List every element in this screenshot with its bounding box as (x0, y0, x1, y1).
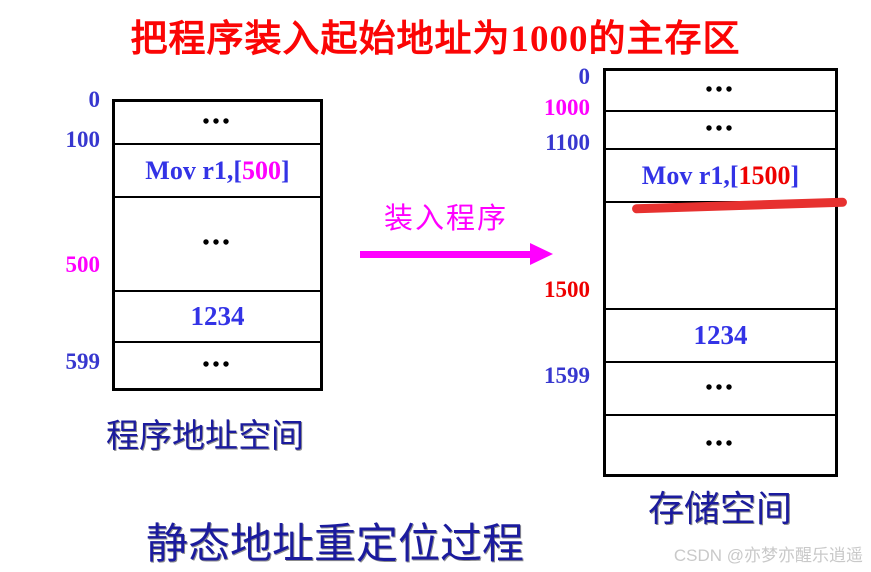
right-cell-ellipsis-1: ••• (606, 71, 835, 112)
right-addr-1599: 1599 (544, 363, 590, 388)
storage-space-caption: 存储空间 (648, 489, 793, 529)
instruction-prefix: Mov r1,[ (641, 160, 739, 190)
left-cell-ellipsis-1: ••• (115, 102, 320, 145)
instruction-suffix: ] (790, 160, 800, 190)
right-cell-ellipsis-2: ••• (606, 112, 835, 150)
left-cell-ellipsis-3: ••• (202, 353, 233, 376)
right-cell-instruction: Mov r1,[1500] (606, 150, 835, 203)
right-addr-1000: 1000 (544, 95, 590, 120)
process-title: 静态地址重定位过程 (146, 522, 525, 568)
left-cell-instruction: Mov r1,[500] (115, 145, 320, 198)
program-space-caption: 程序地址空间 (106, 419, 304, 455)
load-arrow-shaft (360, 251, 532, 258)
csdn-watermark: CSDN @亦梦亦醒乐逍遥 (673, 546, 863, 565)
load-arrow-head-icon (530, 243, 553, 265)
instruction-operand: 1500 (738, 160, 791, 190)
slide-title: 把程序装入起始地址为1000的主存区 (130, 19, 741, 60)
left-addr-599: 599 (65, 349, 101, 374)
right-addr-0: 0 (578, 64, 591, 89)
instruction-operand: 500 (242, 155, 282, 185)
right-addr-1500: 1500 (544, 277, 590, 302)
instruction-prefix: Mov r1,[ (145, 155, 243, 185)
program-address-space-box: ••• Mov r1,[500] ••• 1234 ••• (112, 99, 323, 391)
instruction-suffix: ] (281, 155, 290, 185)
right-cell-ellipsis-3: ••• (606, 363, 835, 416)
storage-space-box: ••• ••• Mov r1,[1500] 1234 ••• ••• (603, 68, 838, 477)
right-cell-data-value: 1234 (606, 310, 835, 363)
right-cell-empty (606, 203, 835, 310)
left-addr-500: 500 (65, 252, 101, 277)
left-cell-ellipsis-2: ••• (115, 198, 320, 292)
left-cell-data-value: 1234 (115, 292, 320, 343)
right-cell-ellipsis-4: ••• (705, 433, 736, 455)
left-addr-100: 100 (65, 127, 101, 152)
left-addr-0: 0 (88, 87, 101, 112)
right-addr-1100: 1100 (545, 130, 590, 155)
load-program-label: 装入程序 (384, 203, 509, 235)
